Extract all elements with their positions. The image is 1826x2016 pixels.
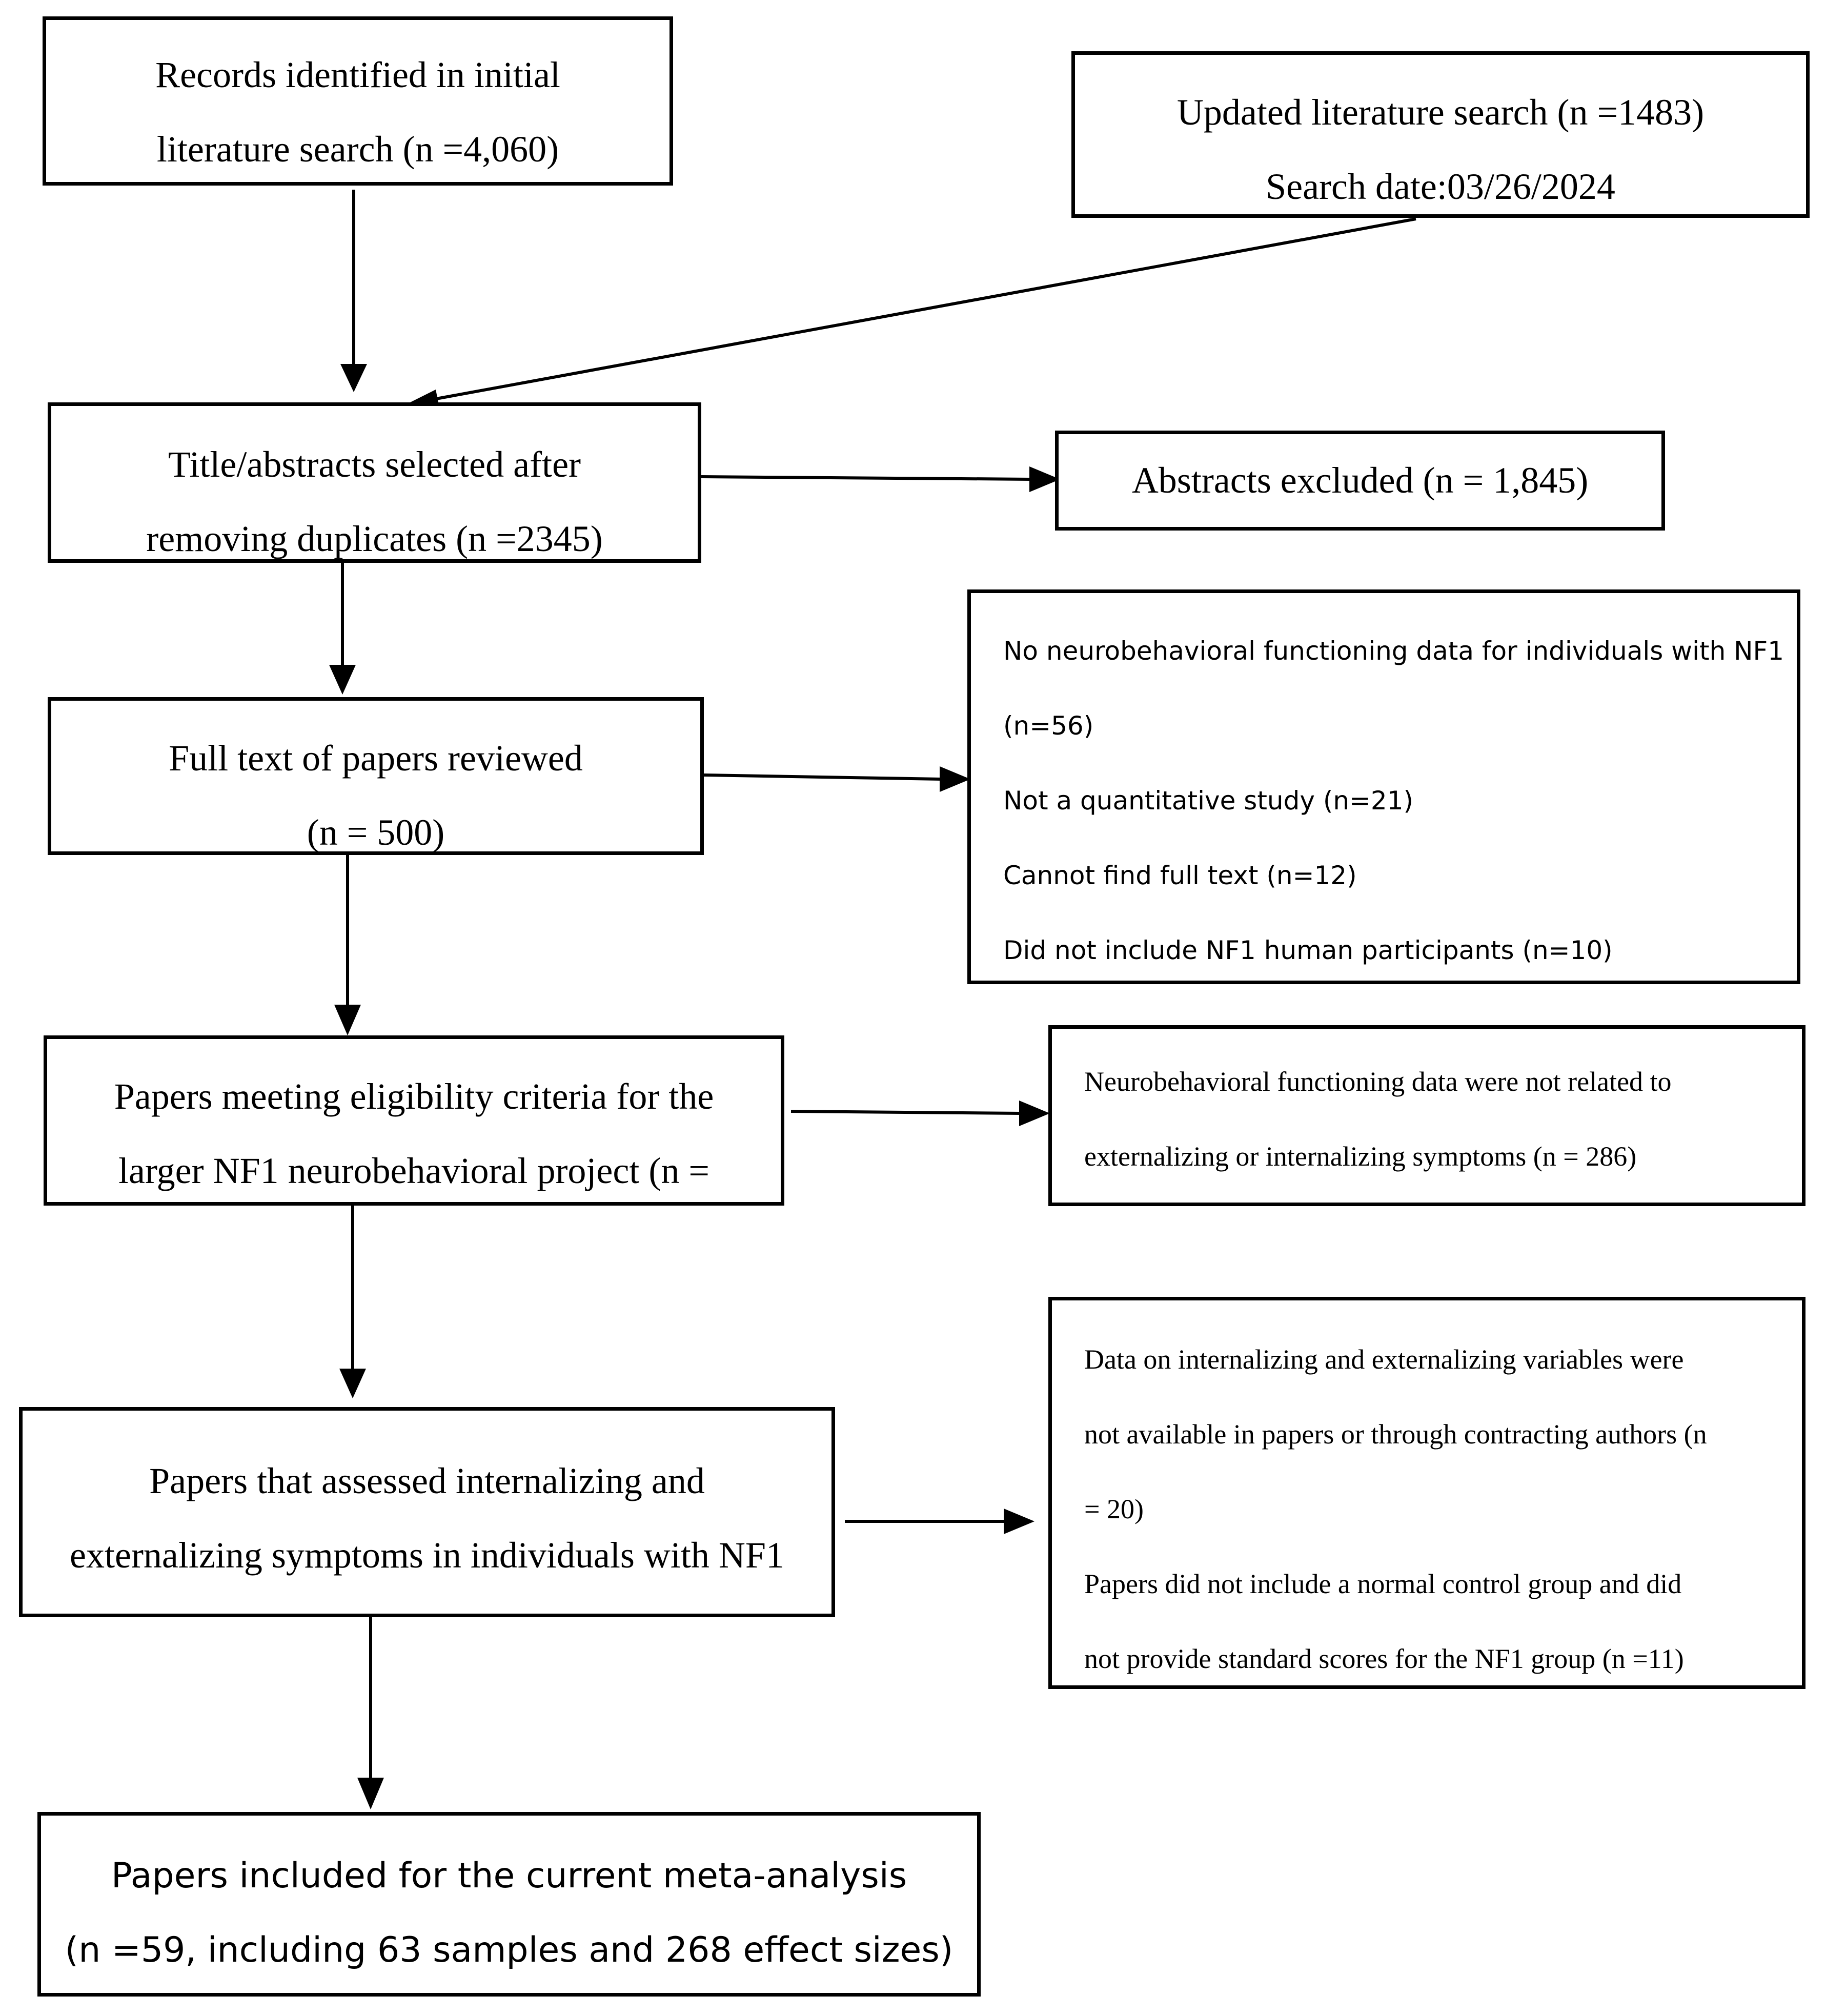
eligibility-exclusion-line-1: Neurobehavioral functioning data were no… <box>1084 1066 1672 1097</box>
eligibility-exclusion-line-2: externalizing or internalizing symptoms … <box>1084 1141 1637 1172</box>
exclusion-reason: No neurobehavioral functioning data for … <box>1003 636 1784 666</box>
arrowhead <box>1029 466 1060 492</box>
updated-search-box: Updated literature search (n =1483) Sear… <box>1071 51 1810 218</box>
updated-search-line-1: Updated literature search (n =1483) <box>1176 92 1705 133</box>
title-abstracts-box: Title/abstracts selected after removing … <box>48 402 701 563</box>
eligibility-exclusions-box: Neurobehavioral functioning data were no… <box>1048 1025 1805 1206</box>
included-box: Papers included for the current meta-ana… <box>37 1812 981 1997</box>
abstracts-excluded-text: Abstracts excluded (n = 1,845) <box>1131 460 1589 501</box>
initial-search-box: Records identified in initial literature… <box>43 16 673 186</box>
assessed-box: Papers that assessed internalizing and e… <box>19 1407 835 1617</box>
exclusion-reason: Cannot find full text (n=12) <box>1003 861 1357 890</box>
included-line-1: Papers included for the current meta-ana… <box>111 1856 907 1896</box>
arrowhead <box>340 364 367 392</box>
initial-search-line-2: literature search (n =4,060) <box>156 129 559 170</box>
arrow-eligibility-to-exclusions <box>790 1110 1021 1115</box>
title-abstracts-line-1: Title/abstracts selected after <box>168 444 581 485</box>
exclusion-count: (n=56) <box>1003 711 1094 741</box>
assessed-exclusion-line: not available in papers or through contr… <box>1084 1419 1707 1450</box>
arrowhead <box>1019 1101 1050 1126</box>
exclusion-reason: Not a quantitative study (n=21) <box>1003 786 1414 816</box>
included-line-2: (n =59, including 63 samples and 268 eff… <box>65 1930 953 1970</box>
full-text-box: Full text of papers reviewed (n = 500) <box>48 697 704 855</box>
arrowhead <box>334 1005 361 1035</box>
assessed-exclusions-box: Data on internalizing and externalizing … <box>1048 1297 1805 1689</box>
arrowhead <box>940 766 970 792</box>
arrowhead <box>339 1369 366 1398</box>
assessed-exclusion-line: = 20) <box>1084 1494 1144 1524</box>
abstracts-excluded-box: Abstracts excluded (n = 1,845) <box>1055 431 1665 531</box>
arrow-fulltext-to-exclusions <box>703 773 941 781</box>
arrowhead <box>357 1778 384 1809</box>
arrow-updated-to-title <box>430 217 1416 401</box>
title-abstracts-line-2: removing duplicates (n =2345) <box>146 518 603 559</box>
eligibility-box: Papers meeting eligibility criteria for … <box>44 1035 784 1206</box>
updated-search-date: Search date:03/26/2024 <box>1266 166 1615 207</box>
eligibility-line-1: Papers meeting eligibility criteria for … <box>114 1076 714 1117</box>
exclusion-reason: Did not include NF1 human participants (… <box>1003 935 1613 965</box>
assessed-exclusion-line: not provide standard scores for the NF1 … <box>1084 1643 1684 1674</box>
assessed-line-2: externalizing symptoms in individuals wi… <box>70 1535 784 1576</box>
arrowhead <box>329 665 356 695</box>
arrow-title-to-excluded <box>701 475 1031 481</box>
full-text-line-2: (n = 500) <box>307 812 445 853</box>
full-text-exclusions-box: No neurobehavioral functioning data for … <box>967 589 1800 984</box>
initial-search-line-1: Records identified in initial <box>155 54 560 95</box>
assessed-line-1: Papers that assessed internalizing and <box>149 1460 705 1501</box>
assessed-exclusion-line: Papers did not include a normal control … <box>1084 1569 1682 1599</box>
assessed-exclusion-line: Data on internalizing and externalizing … <box>1084 1344 1684 1375</box>
eligibility-line-2: larger NF1 neurobehavioral project (n = <box>118 1150 709 1191</box>
full-text-line-1: Full text of papers reviewed <box>169 738 583 779</box>
arrowhead <box>1004 1509 1034 1534</box>
